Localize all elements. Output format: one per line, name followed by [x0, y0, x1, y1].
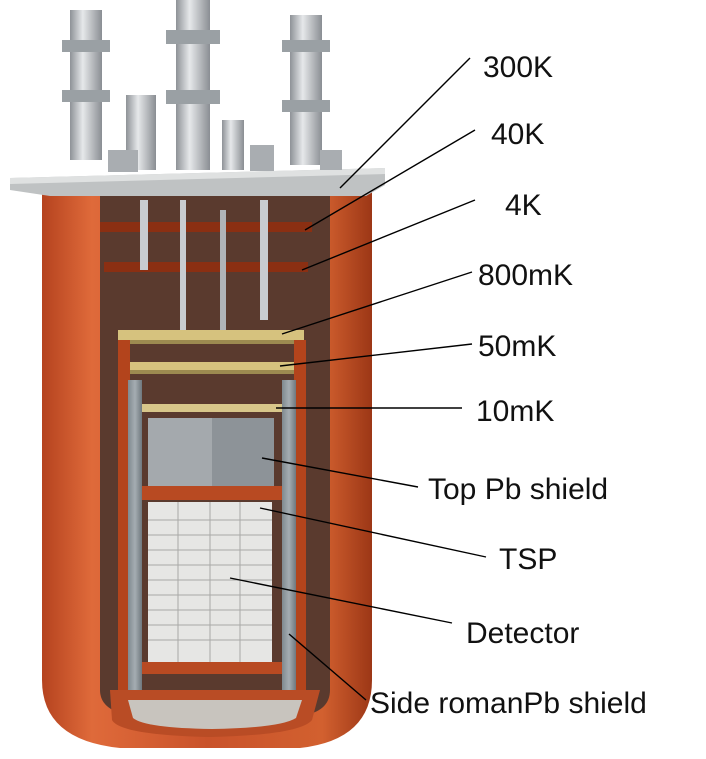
top-plate-300k: [10, 168, 385, 196]
label-tsp: TSP: [499, 543, 557, 576]
labels: 300K 40K 4K 800mK 50mK 10mK Top Pb shiel…: [370, 51, 647, 720]
label-side-pb-shield: Side romanPb shield: [370, 687, 647, 720]
label-4k: 4K: [505, 189, 542, 222]
top-feedthroughs: [62, 0, 342, 172]
leader-50mk: [279, 343, 473, 367]
leader-lines: [229, 57, 487, 701]
leader-side-pb: [288, 633, 367, 701]
label-800mk: 800mK: [478, 259, 573, 292]
label-300k: 300K: [483, 51, 553, 84]
label-top-pb-shield: Top Pb shield: [428, 473, 608, 506]
leader-40k: [304, 129, 476, 231]
label-10mk: 10mK: [476, 395, 554, 428]
leader-tsp: [259, 507, 487, 558]
leader-top-pb: [261, 457, 419, 488]
leader-detector: [229, 577, 453, 624]
leader-4k: [301, 199, 476, 271]
label-40k: 40K: [491, 118, 544, 151]
label-detector: Detector: [466, 617, 579, 650]
label-50mk: 50mK: [478, 330, 556, 363]
leader-300k: [339, 57, 471, 189]
leader-800mk: [281, 271, 473, 335]
